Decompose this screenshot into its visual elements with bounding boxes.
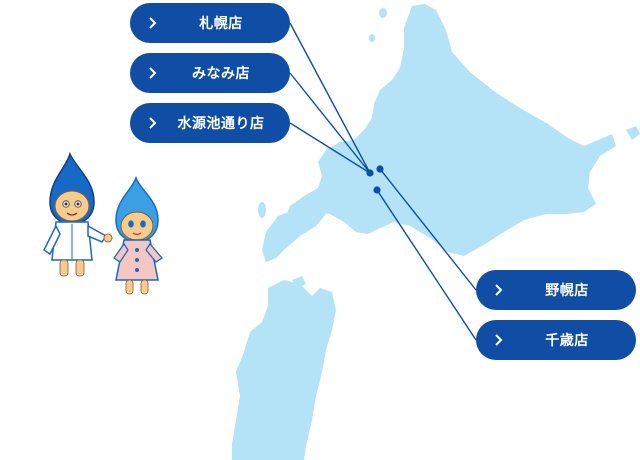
landmass xyxy=(232,4,640,460)
chevron-right-icon xyxy=(495,334,503,346)
marker-nopporo xyxy=(376,165,384,173)
mascot-characters xyxy=(43,151,163,295)
chevron-right-icon xyxy=(149,67,157,79)
store-button-chitose[interactable]: 千歳店 xyxy=(476,320,636,360)
connector-sapporo xyxy=(289,22,371,174)
store-button-suigenchi[interactable]: 水源池通り店 xyxy=(130,103,290,143)
connector-lines xyxy=(289,22,477,341)
connector-minami xyxy=(289,72,371,174)
chevron-right-icon xyxy=(149,17,157,29)
store-label-minami: みなみ店 xyxy=(192,66,250,82)
connector-nopporo xyxy=(379,168,477,291)
chevron-right-icon xyxy=(495,284,503,296)
store-button-nopporo[interactable]: 野幌店 xyxy=(476,270,636,310)
store-markers xyxy=(366,165,384,194)
store-button-sapporo[interactable]: 札幌店 xyxy=(130,3,290,43)
connector-chitose xyxy=(376,189,477,341)
store-label-nopporo: 野幌店 xyxy=(545,283,589,299)
chevron-right-icon xyxy=(149,117,157,129)
store-label-chitose: 千歳店 xyxy=(545,333,589,349)
mascot-boy xyxy=(43,151,113,277)
store-label-sapporo: 札幌店 xyxy=(199,16,243,32)
connector-suigenchi xyxy=(289,122,371,174)
store-button-minami[interactable]: みなみ店 xyxy=(130,53,290,93)
mascot-girl xyxy=(113,175,163,295)
marker-chitose xyxy=(373,186,381,194)
marker-sapporo xyxy=(366,169,374,177)
store-label-suigenchi: 水源池通り店 xyxy=(177,116,265,132)
